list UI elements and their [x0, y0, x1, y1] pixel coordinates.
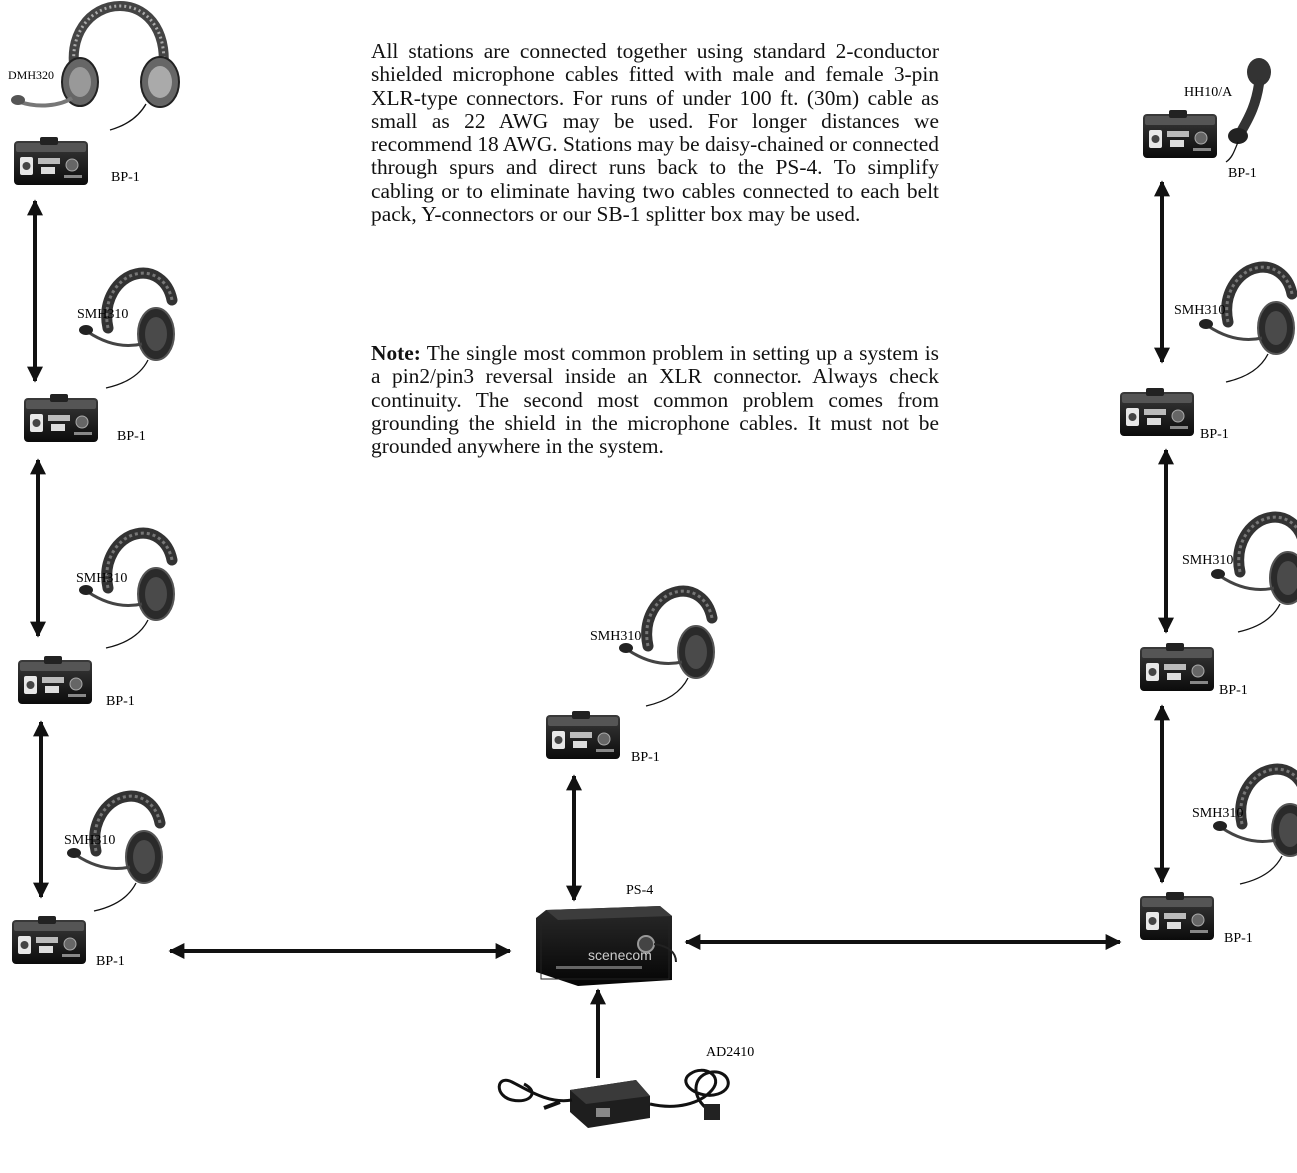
smh310-headset-icon — [79, 533, 174, 648]
beltpack-icon — [1139, 891, 1215, 941]
label-smh310: SMH310 — [77, 307, 128, 322]
label-smh310: SMH310 — [1182, 553, 1233, 568]
label-hh10a: HH10/A — [1184, 85, 1233, 100]
hh10a-handheld-icon — [1225, 58, 1271, 163]
beltpack-icon — [1119, 387, 1195, 437]
label-bp1: BP-1 — [111, 170, 140, 185]
smh310-headset-icon — [1199, 267, 1294, 382]
center-column: SMH310 BP-1 PS-4 scenecom AD2410 — [497, 591, 754, 1128]
label-smh310: SMH310 — [76, 571, 127, 586]
beltpack-icon — [1142, 109, 1218, 159]
label-bp1: BP-1 — [631, 750, 660, 765]
beltpack-icon — [545, 710, 621, 760]
label-bp1: BP-1 — [1219, 683, 1248, 698]
note-paragraph: Note: The single most common problem in … — [371, 341, 939, 459]
label-smh310: SMH310 — [590, 629, 641, 644]
beltpack-icon — [11, 915, 87, 965]
label-dmh320: DMH320 — [8, 68, 54, 82]
note-text: The single most common problem in settin… — [371, 341, 939, 459]
beltpack-icon — [17, 655, 93, 705]
label-bp1: BP-1 — [117, 429, 146, 444]
beltpack-icon — [23, 393, 99, 443]
label-bp1: BP-1 — [96, 954, 125, 969]
ps4-power-supply-icon: scenecom — [536, 906, 677, 986]
smh310-headset-icon — [1213, 769, 1297, 884]
beltpack-icon — [13, 136, 89, 186]
label-smh310: SMH310 — [64, 833, 115, 848]
label-bp1: BP-1 — [1224, 931, 1253, 946]
left-column: DMH320 BP-1 SMH310 BP-1 SMH310 BP-1 SMH3… — [8, 6, 179, 969]
label-smh310: SMH310 — [1174, 303, 1225, 318]
smh310-headset-icon — [619, 591, 714, 706]
right-column: HH10/A BP-1 SMH310 BP-1 SMH310 BP-1 SMH3… — [1119, 58, 1297, 946]
label-ad2410: AD2410 — [706, 1045, 754, 1060]
ad2410-power-adapter-icon — [497, 1068, 730, 1128]
brand-logo-text: scenecom — [588, 947, 652, 963]
label-ps4: PS-4 — [626, 883, 653, 898]
smh310-headset-icon — [1211, 517, 1297, 632]
label-bp1: BP-1 — [106, 694, 135, 709]
label-smh310: SMH310 — [1192, 806, 1243, 821]
cabling-paragraph: All stations are connected together usin… — [371, 39, 939, 227]
beltpack-icon — [1139, 642, 1215, 692]
smh310-headset-icon — [67, 796, 162, 911]
note-label: Note: — [371, 341, 421, 365]
label-bp1: BP-1 — [1228, 166, 1257, 181]
label-bp1: BP-1 — [1200, 427, 1229, 442]
smh310-headset-icon — [79, 273, 174, 388]
